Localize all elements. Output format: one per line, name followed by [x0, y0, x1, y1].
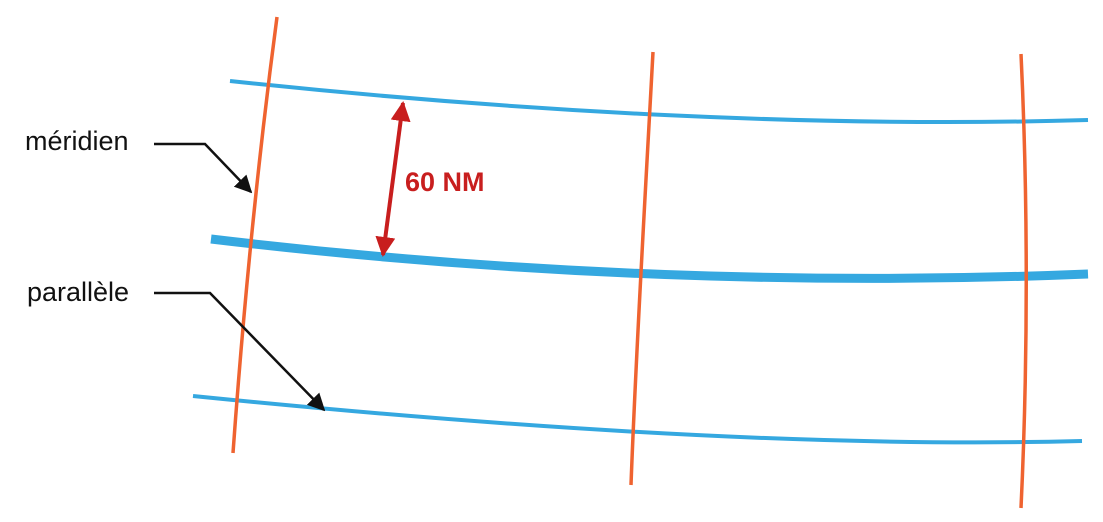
parallel-label: parallèle — [27, 277, 129, 307]
meridian-line-right — [1019, 53, 1028, 509]
parallel-line-bottom — [192, 394, 1083, 445]
distance-label: 60 NM — [405, 167, 485, 197]
parallel-leader-arrow — [154, 291, 326, 412]
meridian-leader-arrow — [154, 142, 253, 194]
meridian-label: méridien — [25, 126, 129, 156]
parallel-line-middle — [210, 234, 1089, 283]
meridian-line-left — [231, 16, 279, 454]
parallel-line-top — [229, 79, 1089, 125]
distance-arrow — [375, 101, 411, 257]
meridian-line-center — [629, 51, 655, 486]
